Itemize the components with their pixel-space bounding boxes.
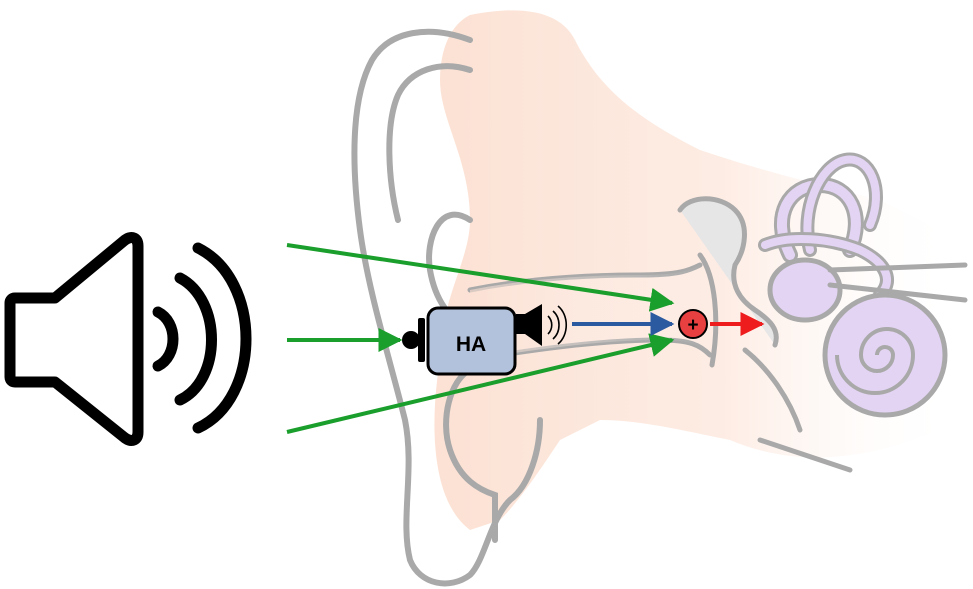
sound-wave-large xyxy=(198,248,246,428)
summing-symbol: + xyxy=(687,315,698,336)
speaker-icon xyxy=(10,238,246,441)
cochlea xyxy=(825,295,945,415)
sound-wave-medium xyxy=(180,278,212,400)
hearing-aid-label: HA xyxy=(456,333,486,356)
summing-junction: + xyxy=(679,310,707,338)
microphone-icon xyxy=(402,318,425,362)
sound-wave-small xyxy=(158,312,173,366)
speaker-body xyxy=(10,238,138,441)
ear-anatomy xyxy=(354,10,965,583)
